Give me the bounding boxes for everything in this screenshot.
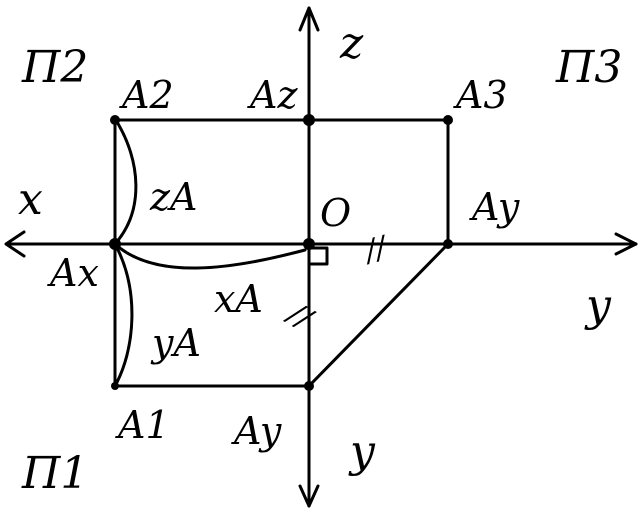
plane-p2-label: Π2 [21,42,88,93]
label-y-distance: yA [150,321,201,365]
point-a3 [443,115,453,125]
point-a2 [110,115,120,125]
x-axis-label: x [18,174,43,225]
y-distance-arc [113,242,134,388]
points [109,114,453,391]
plane-p3-label: Π3 [555,42,622,93]
point-origin [303,238,315,250]
plane-p1-label: Π1 [21,448,88,499]
y-axis-right-label: y [584,280,612,331]
x-distance-arc [113,242,307,270]
y-axis-right-arrow [614,232,638,256]
point-az [303,114,315,126]
point-a1 [111,382,119,390]
label-az: Az [247,73,298,117]
axes [4,6,638,508]
y-axis-down-label: y [348,426,376,477]
x-axis-arrow [4,230,26,258]
point-ay-down [304,381,314,391]
label-x-distance: xA [214,277,263,321]
right-angle-mark [309,246,329,266]
label-ay-right: Ay [469,185,520,229]
origin-label: O [320,191,351,235]
label-ax: Ax [47,251,99,295]
z-distance-arc [113,120,138,246]
equal-mark-down: // [280,295,320,338]
diagonal-transfer-line [307,242,450,388]
y-axis-down-arrow [298,484,320,508]
equal-mark-right: // [359,229,393,270]
label-a3: A3 [453,73,508,117]
point-ax [109,238,121,250]
label-a1: A1 [115,403,170,447]
projection-lines [113,118,450,388]
label-ay-down: Ay [231,409,282,453]
label-a2: A2 [119,73,174,117]
dimension-arcs [113,120,307,388]
label-z-distance: zA [149,175,197,219]
z-axis-label: z [339,18,364,69]
z-axis-arrow [298,6,320,32]
point-ay-right [443,239,453,249]
